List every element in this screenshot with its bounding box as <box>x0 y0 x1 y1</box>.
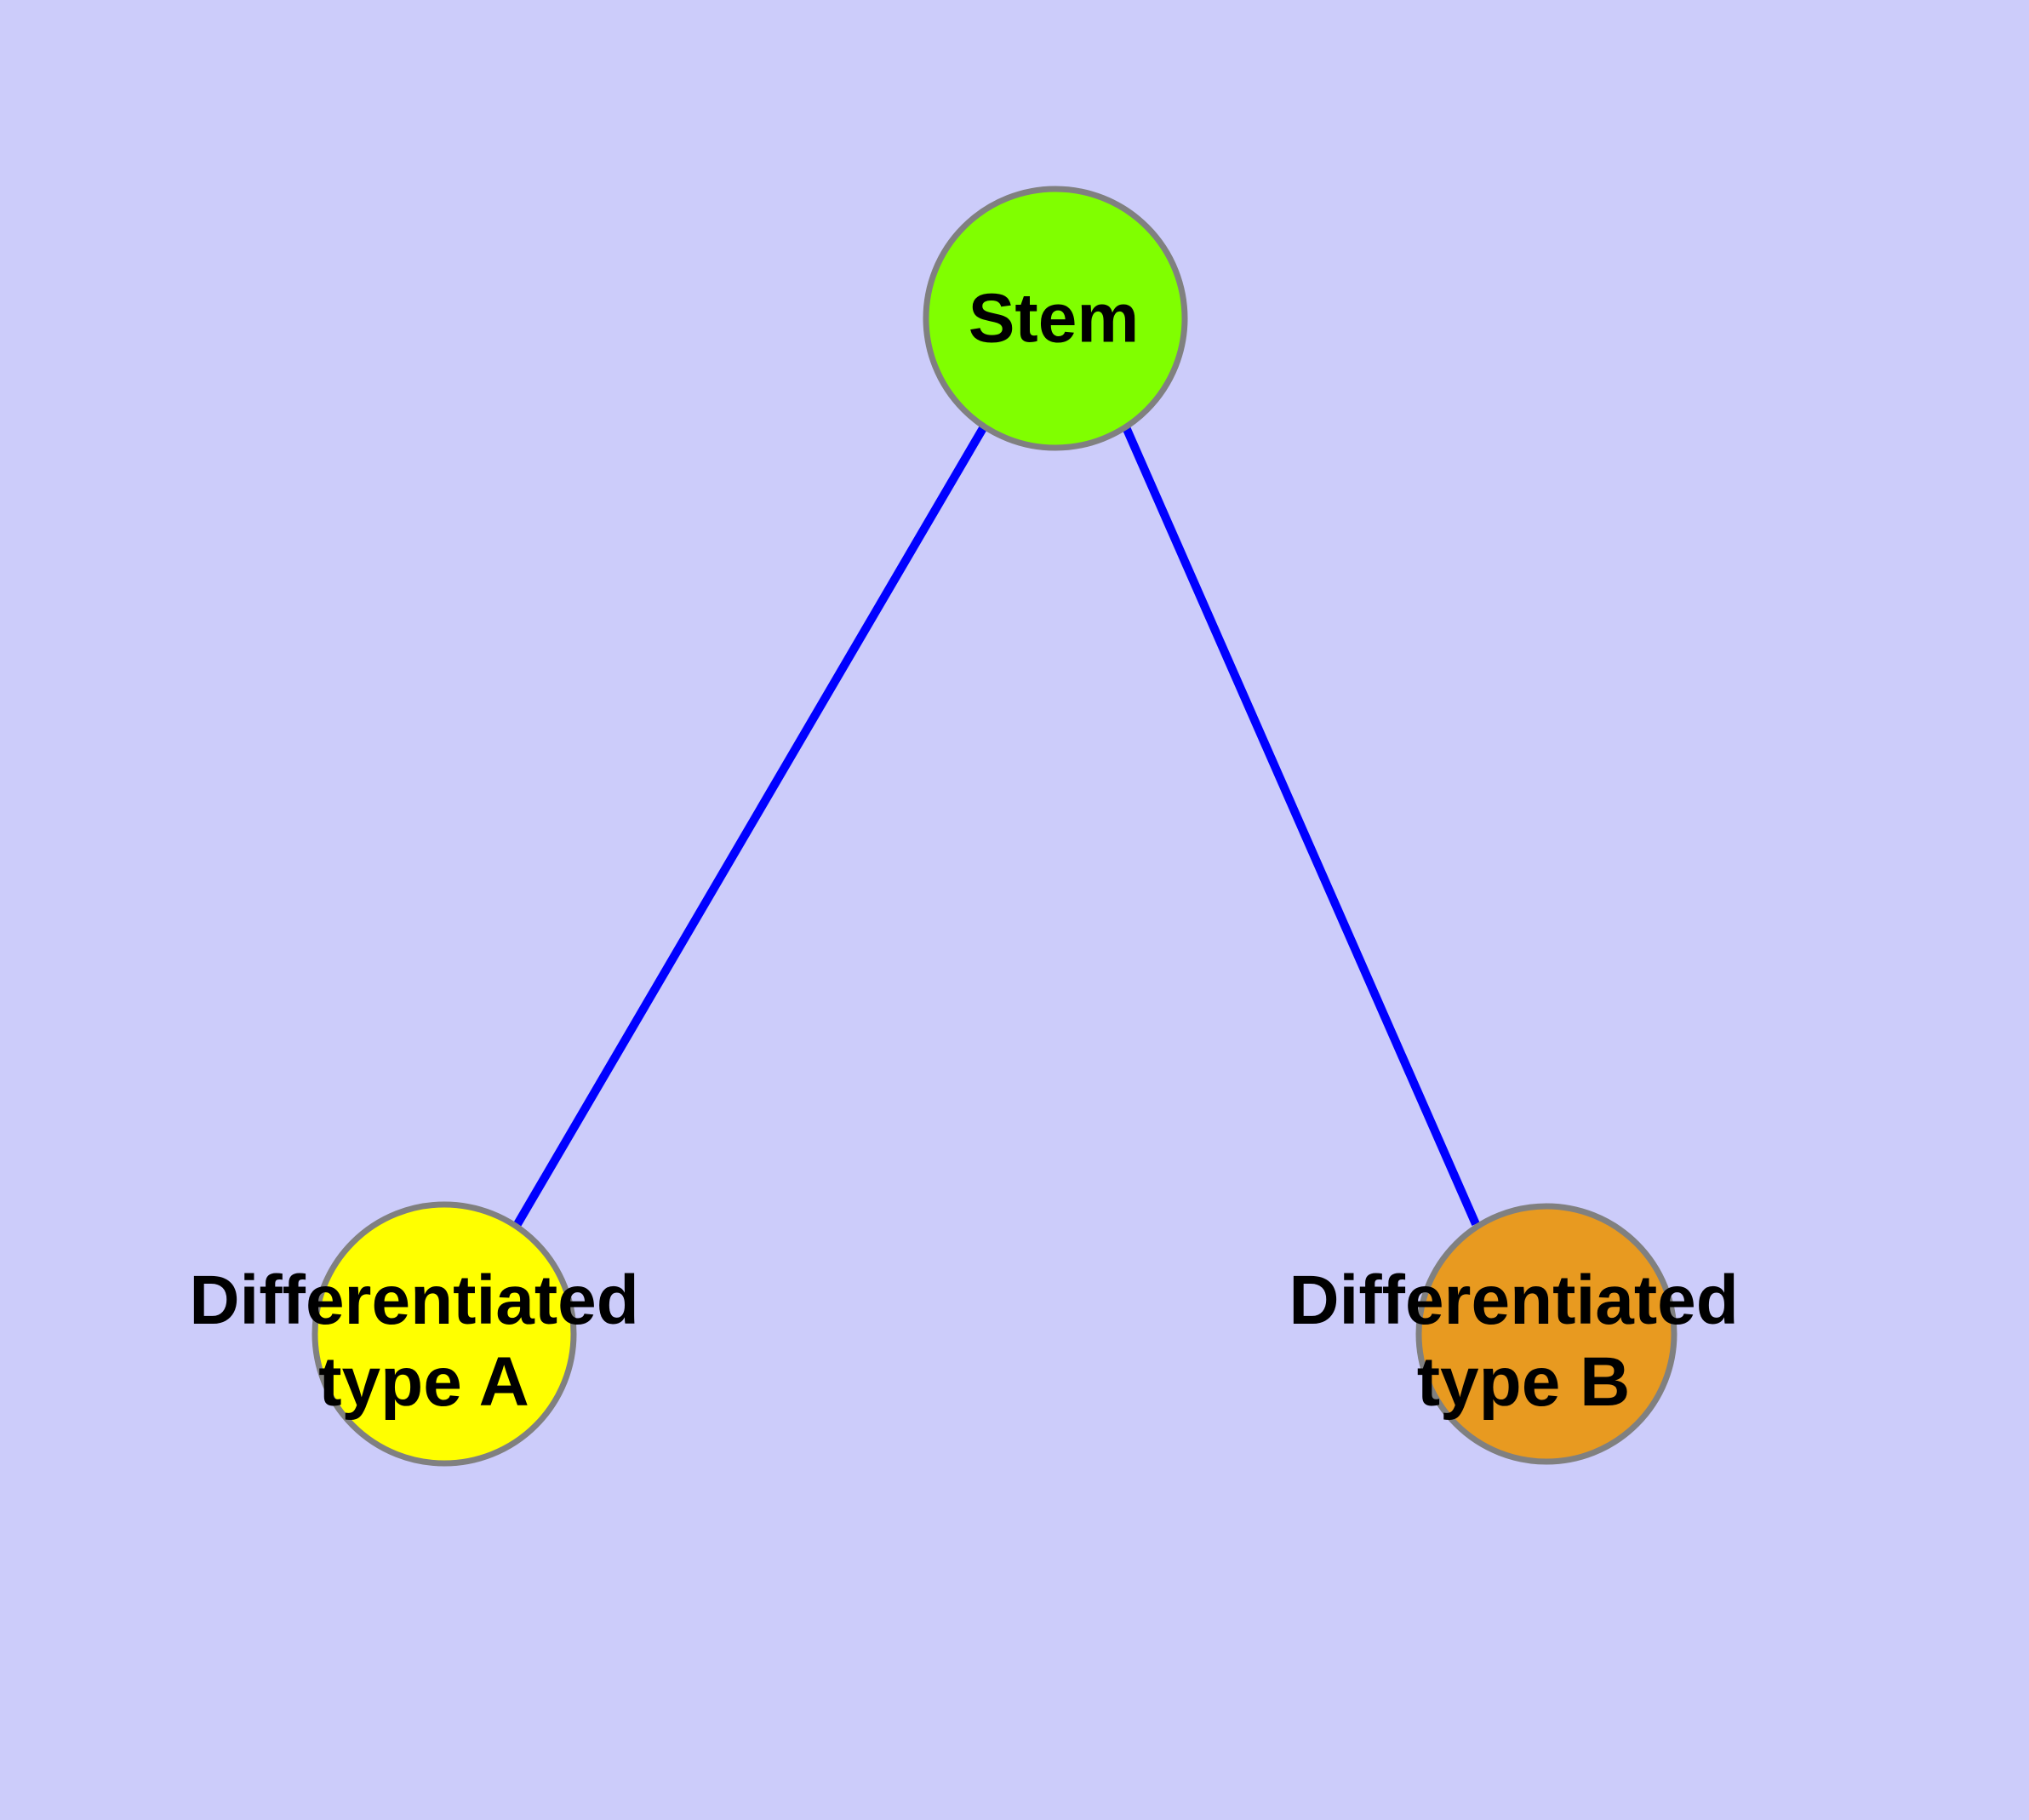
edge-stem-to-diff-a <box>513 426 987 1227</box>
node-diff-a[interactable]: Differentiated type A <box>189 1201 658 1467</box>
node-diff-a-label: Differentiated type A <box>189 1262 658 1421</box>
node-diff-a-circle[interactable] <box>311 1201 577 1467</box>
node-stem-circle[interactable] <box>923 186 1188 451</box>
node-diff-b-label-line-1: Differentiated <box>1289 1262 1739 1339</box>
edge-layer <box>513 425 1480 1227</box>
node-diff-b-circle[interactable] <box>1415 1203 1677 1465</box>
node-diff-b-label: Differentiated type B <box>1289 1262 1758 1421</box>
node-stem[interactable]: Stem <box>923 186 1188 451</box>
node-stem-label: Stem <box>969 280 1140 358</box>
node-diff-a-label-line-1: Differentiated <box>189 1262 639 1339</box>
node-diff-b-label-line-2: type B <box>1417 1343 1631 1421</box>
node-layer: Stem Differentiated type A Differentiate… <box>189 186 1758 1467</box>
node-diff-a-label-line-2: type A <box>318 1343 529 1421</box>
node-diff-b[interactable]: Differentiated type B <box>1289 1203 1758 1465</box>
edge-stem-to-diff-b <box>1122 425 1480 1227</box>
